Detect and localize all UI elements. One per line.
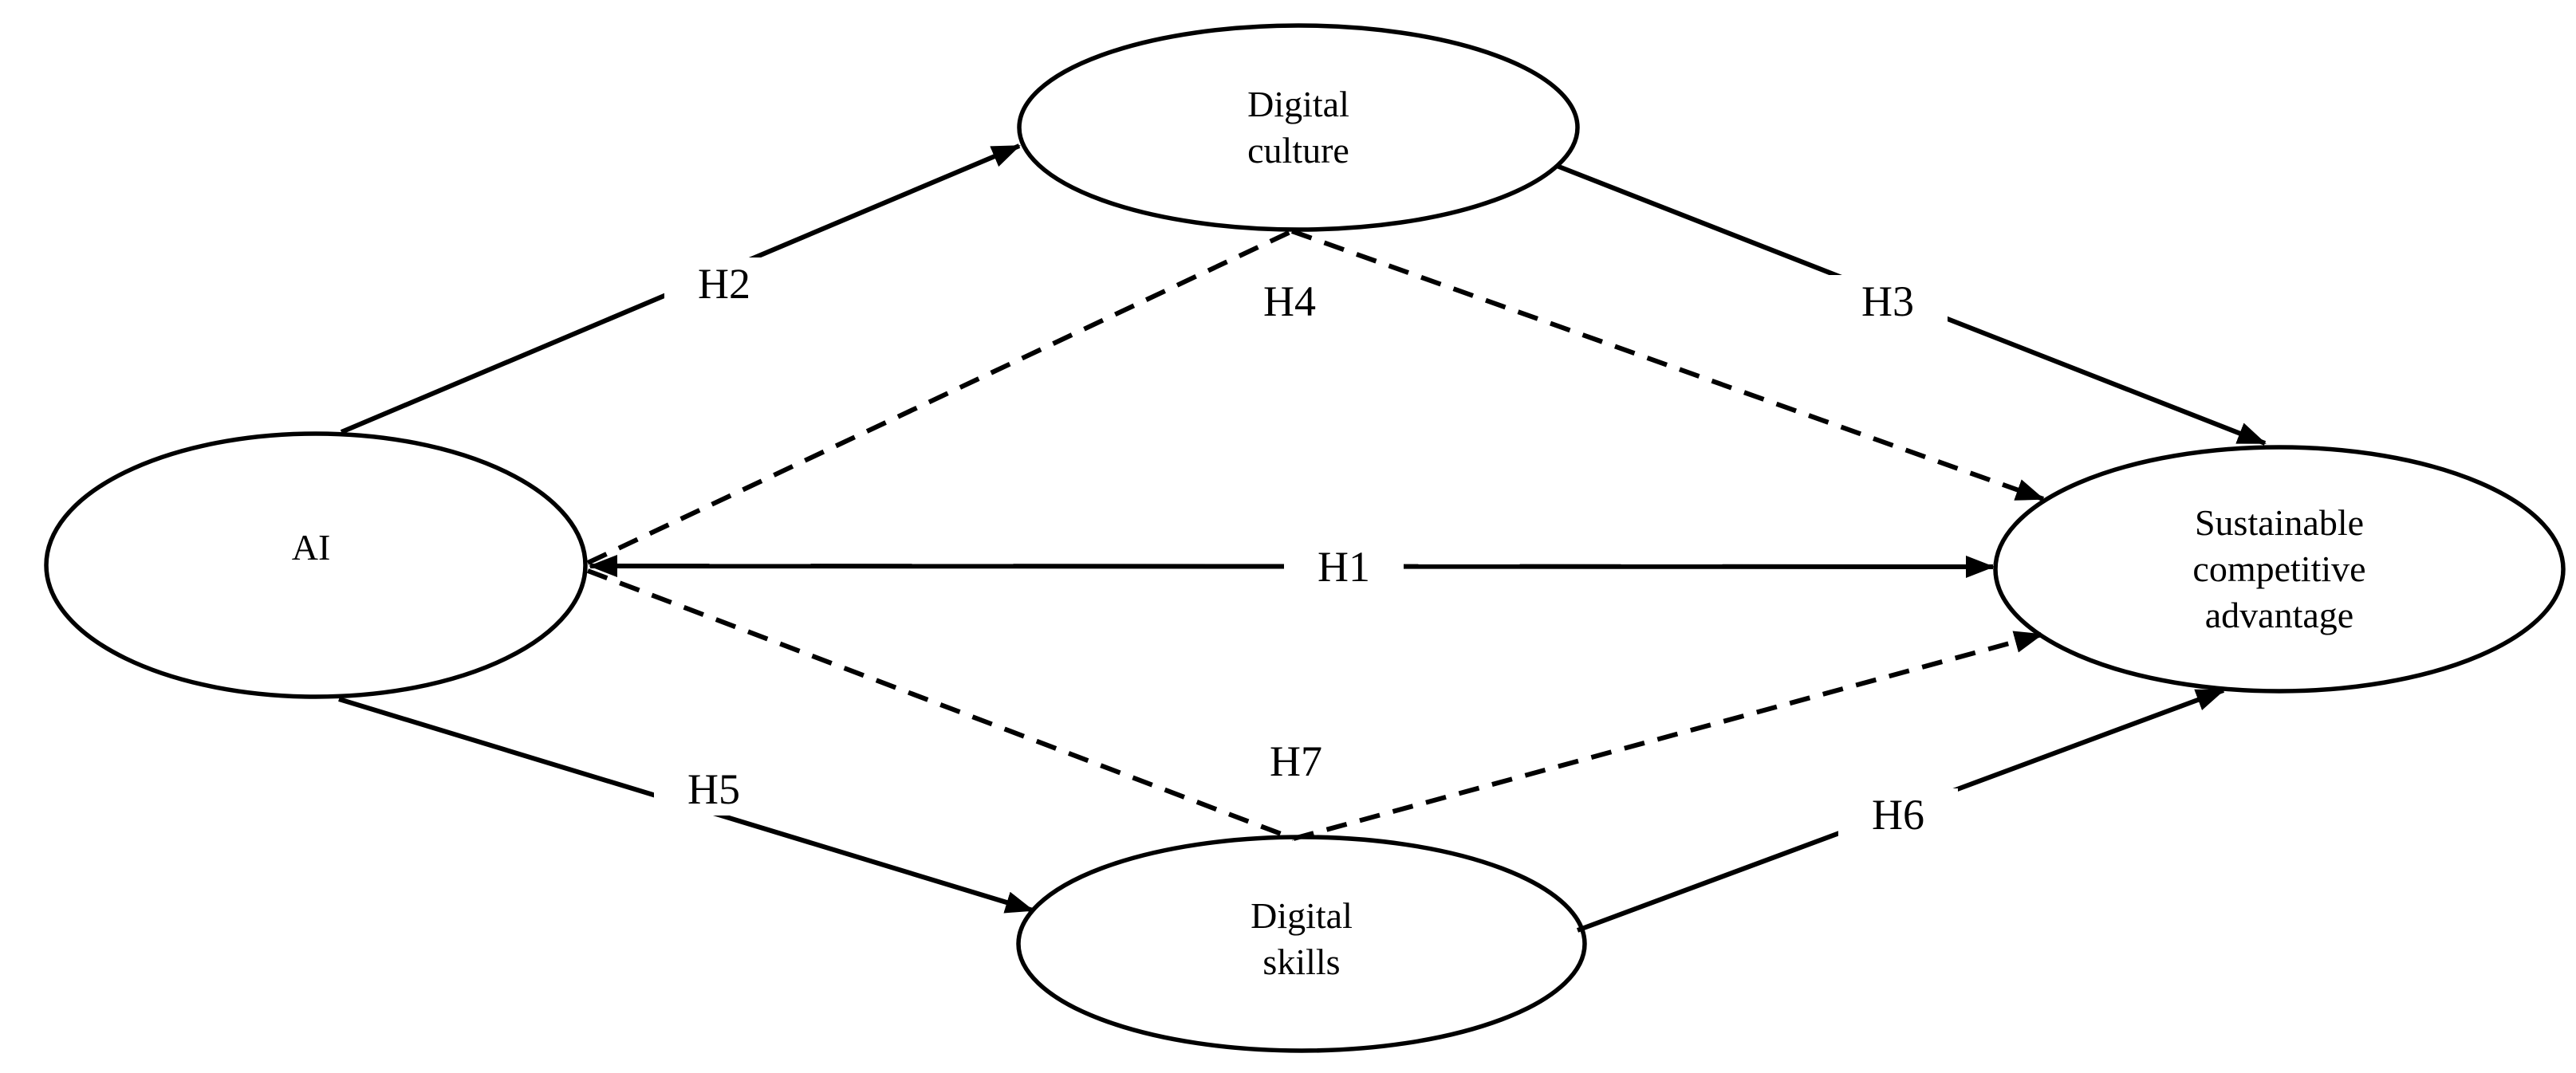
h7-dashed-line-right — [1293, 631, 2043, 841]
sustainable-competitive-advantage-node-label: Sustainable competitive advantage — [2192, 502, 2366, 635]
h1-label: H1 — [1284, 540, 1404, 593]
h4-label: H4 — [1263, 277, 1316, 325]
h6-label: H6 — [1838, 788, 1958, 841]
h4-dashed-line-left — [586, 229, 1294, 565]
h3-label: H3 — [1828, 275, 1948, 328]
ai-node-label: AI — [291, 527, 331, 568]
sustainable-competitive-advantage-node-ellipse — [1993, 445, 2566, 694]
h7-dashed-line-left — [586, 568, 1295, 841]
h5-label: H5 — [654, 763, 774, 816]
ai-node-ellipse — [44, 431, 588, 699]
h4-dashed-line-right — [1290, 229, 2045, 501]
digital-culture-node-ellipse — [1017, 23, 1580, 232]
digital-skills-node-label: Digital skills — [1251, 895, 1353, 982]
h7-label: H7 — [1270, 737, 1322, 785]
digital-culture-node-label: Digital culture — [1247, 84, 1349, 171]
h2-label: H2 — [664, 257, 784, 310]
